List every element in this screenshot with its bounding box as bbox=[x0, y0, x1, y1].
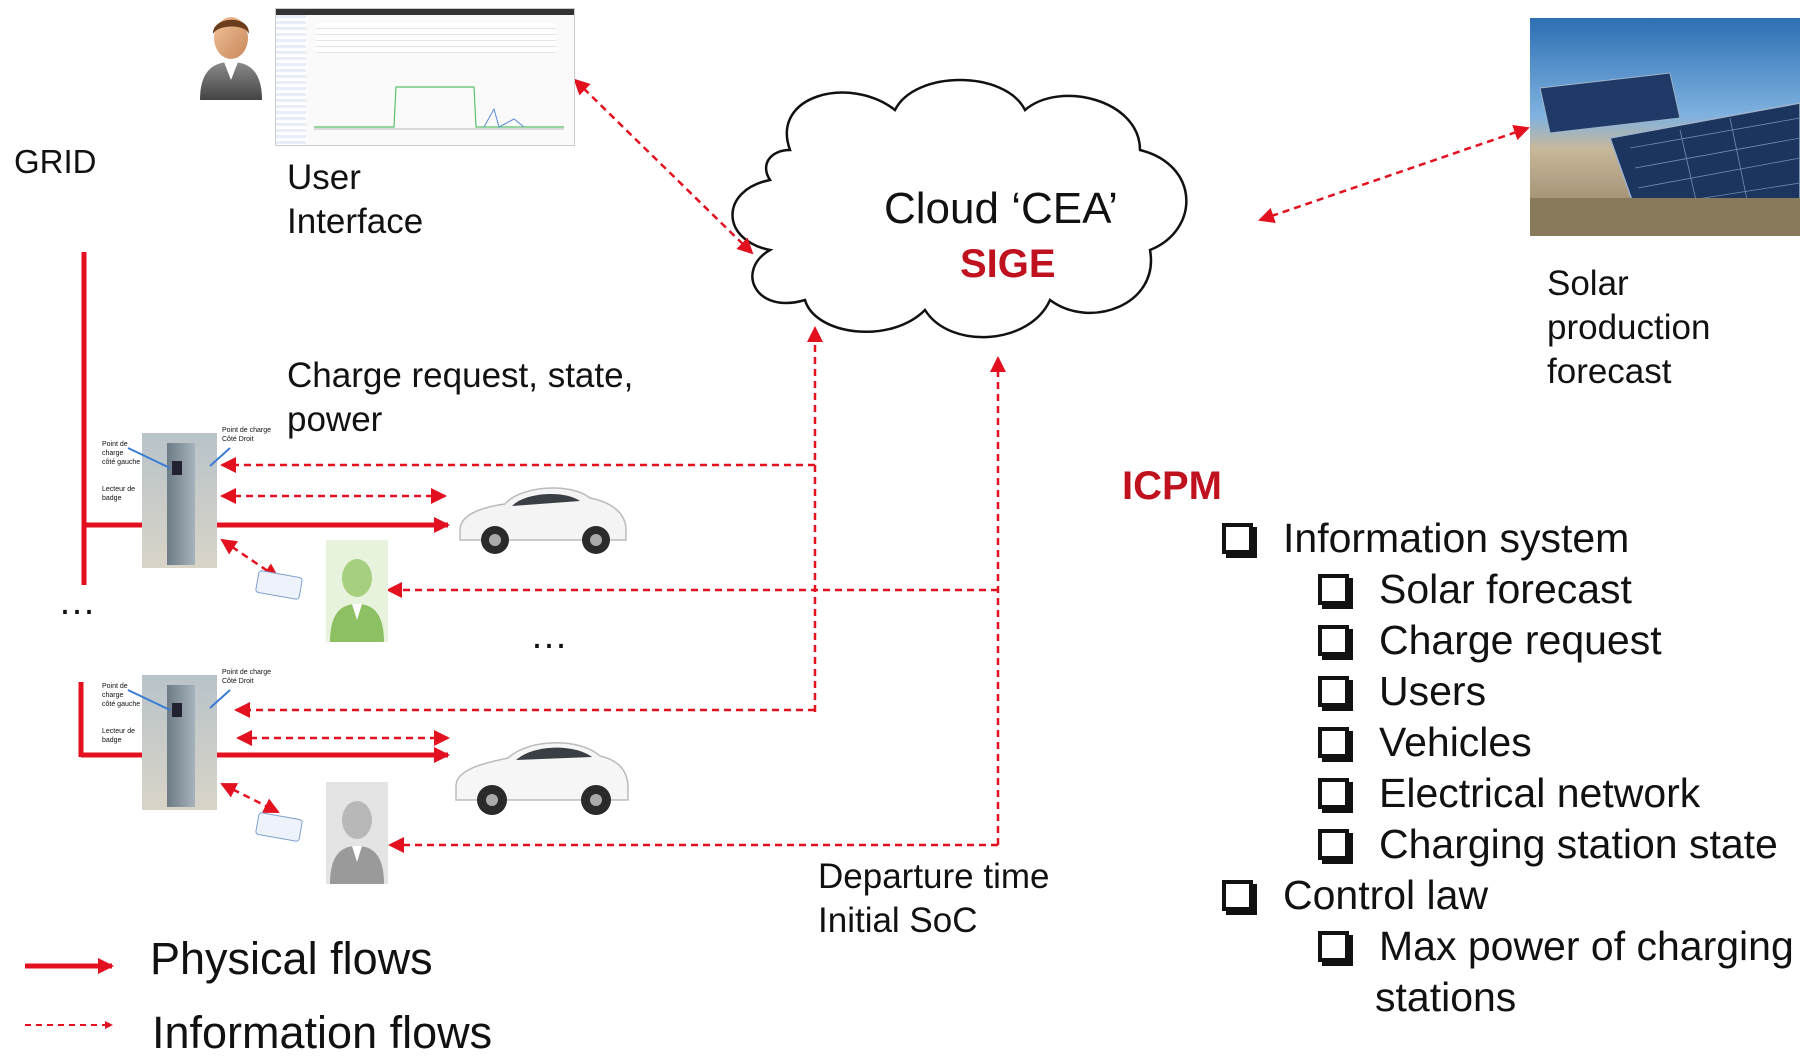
badge-card-icon-2 bbox=[255, 812, 303, 842]
grid-label: GRID bbox=[14, 143, 97, 180]
charging-station-callouts-2 bbox=[127, 689, 231, 711]
info-flow-badge2 bbox=[220, 782, 280, 814]
legend-physical-label: Physical flows bbox=[150, 933, 433, 984]
checkbox-icon bbox=[1318, 574, 1349, 605]
user-interface-label: User Interface bbox=[287, 158, 424, 241]
solar-forecast-label: Solar production forecast bbox=[1547, 264, 1711, 391]
info-flow-solar-cloud bbox=[1258, 124, 1530, 224]
ellipsis-middle: … bbox=[530, 615, 568, 657]
charging-station-image-1 bbox=[142, 433, 217, 568]
icpm-item: Control law bbox=[1222, 870, 1488, 921]
cloud-subtitle: SIGE bbox=[960, 242, 1056, 286]
ellipsis-left: … bbox=[58, 581, 96, 623]
icpm-item: Solar forecast bbox=[1318, 564, 1632, 615]
charging-station-image-2 bbox=[142, 675, 217, 810]
car-image-2 bbox=[455, 742, 629, 815]
icpm-item: Charging station state bbox=[1318, 819, 1778, 870]
user-icon-green bbox=[326, 540, 388, 642]
checkbox-icon bbox=[1318, 676, 1349, 707]
icpm-item: Max power of charging bbox=[1318, 921, 1794, 972]
charge-request-label: Charge request, state, power bbox=[287, 356, 634, 439]
car-image-1 bbox=[459, 487, 627, 554]
checkbox-icon bbox=[1318, 625, 1349, 656]
checkbox-icon bbox=[1222, 523, 1253, 554]
cloud-title: Cloud ‘CEA’ bbox=[884, 184, 1118, 233]
callout-badge-2: Lecteur de badge bbox=[102, 728, 136, 744]
info-flow-ui-cloud bbox=[573, 78, 754, 255]
user-interface-screenshot bbox=[275, 8, 575, 146]
icpm-title: ICPM bbox=[1122, 464, 1222, 508]
icpm-item: Information system bbox=[1222, 513, 1629, 564]
user-icon-grey bbox=[326, 782, 388, 884]
icpm-item: Vehicles bbox=[1318, 717, 1532, 768]
icpm-item: Users bbox=[1318, 666, 1486, 717]
cloud-icon bbox=[731, 78, 1188, 339]
checkbox-icon bbox=[1318, 931, 1349, 962]
checkbox-icon bbox=[1318, 778, 1349, 809]
icpm-item: Charge request bbox=[1318, 615, 1662, 666]
badge-card-icon-1 bbox=[255, 570, 303, 600]
checkbox-icon bbox=[1222, 880, 1253, 911]
icpm-item: Electrical network bbox=[1318, 768, 1700, 819]
checkbox-icon bbox=[1318, 829, 1349, 860]
legend-information-label: Information flows bbox=[152, 1007, 493, 1058]
checkbox-icon bbox=[1318, 727, 1349, 758]
callout-badge-1: Lecteur de badge bbox=[102, 486, 136, 502]
charging-station-callouts-1 bbox=[127, 447, 231, 469]
icpm-item-continuation: stations bbox=[1375, 974, 1517, 1020]
solar-panel-image bbox=[1530, 18, 1800, 236]
user-avatar-icon bbox=[200, 17, 262, 100]
departure-label: Departure time Initial SoC bbox=[818, 857, 1050, 940]
